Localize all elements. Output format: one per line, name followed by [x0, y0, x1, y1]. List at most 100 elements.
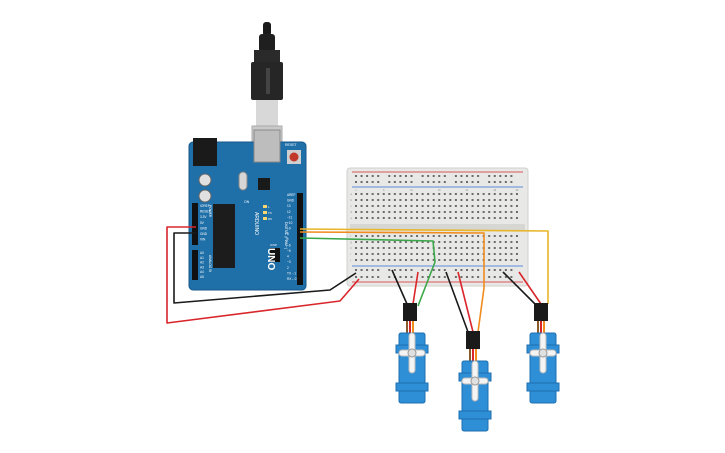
breadboard-hole[interactable]: [466, 247, 468, 249]
breadboard-hole[interactable]: [382, 235, 385, 237]
breadboard-hole[interactable]: [421, 181, 424, 183]
breadboard-hole[interactable]: [377, 193, 380, 195]
breadboard-hole[interactable]: [460, 199, 463, 201]
breadboard-hole[interactable]: [399, 175, 402, 177]
breadboard-hole[interactable]: [382, 205, 385, 207]
breadboard-hole[interactable]: [416, 205, 419, 207]
breadboard-hole[interactable]: [443, 253, 446, 255]
breadboard-hole[interactable]: [427, 235, 430, 237]
breadboard-hole[interactable]: [482, 211, 485, 213]
breadboard-hole[interactable]: [410, 199, 413, 201]
breadboard-hole[interactable]: [393, 199, 396, 201]
breadboard-hole[interactable]: [493, 205, 496, 207]
breadboard-hole[interactable]: [355, 193, 357, 195]
breadboard-hole[interactable]: [404, 241, 407, 243]
breadboard-hole[interactable]: [366, 217, 369, 219]
breadboard-hole[interactable]: [360, 181, 363, 183]
breadboard-hole[interactable]: [443, 247, 446, 249]
breadboard-hole[interactable]: [466, 193, 468, 195]
breadboard-hole[interactable]: [466, 175, 468, 177]
breadboard-hole[interactable]: [443, 175, 446, 177]
breadboard-hole[interactable]: [416, 199, 419, 201]
breadboard-hole[interactable]: [515, 247, 518, 249]
breadboard-hole[interactable]: [460, 247, 463, 249]
breadboard-hole[interactable]: [377, 241, 380, 243]
breadboard-hole[interactable]: [404, 259, 407, 261]
breadboard-hole[interactable]: [427, 175, 430, 177]
breadboard-hole[interactable]: [360, 199, 363, 201]
breadboard-hole[interactable]: [488, 269, 491, 271]
breadboard-hole[interactable]: [515, 253, 518, 255]
breadboard-hole[interactable]: [443, 276, 446, 278]
breadboard-hole[interactable]: [360, 253, 363, 255]
breadboard-hole[interactable]: [471, 253, 474, 255]
breadboard-hole[interactable]: [504, 276, 507, 278]
breadboard-hole[interactable]: [504, 211, 507, 213]
breadboard-hole[interactable]: [371, 259, 374, 261]
breadboard-hole[interactable]: [460, 181, 463, 183]
breadboard-hole[interactable]: [493, 259, 496, 261]
breadboard-hole[interactable]: [410, 193, 413, 195]
breadboard-hole[interactable]: [427, 181, 430, 183]
breadboard-hole[interactable]: [410, 181, 413, 183]
breadboard-hole[interactable]: [471, 199, 474, 201]
breadboard-hole[interactable]: [388, 205, 391, 207]
breadboard-hole[interactable]: [377, 253, 380, 255]
breadboard-hole[interactable]: [410, 259, 413, 261]
breadboard-hole[interactable]: [404, 193, 407, 195]
breadboard-hole[interactable]: [482, 193, 485, 195]
breadboard-hole[interactable]: [515, 259, 518, 261]
breadboard-hole[interactable]: [482, 199, 485, 201]
breadboard-hole[interactable]: [421, 276, 424, 278]
breadboard-hole[interactable]: [493, 235, 496, 237]
breadboard-hole[interactable]: [432, 217, 435, 219]
breadboard-hole[interactable]: [416, 253, 419, 255]
breadboard-hole[interactable]: [477, 199, 480, 201]
breadboard-hole[interactable]: [504, 269, 507, 271]
breadboard-hole[interactable]: [504, 205, 507, 207]
breadboard-hole[interactable]: [360, 193, 363, 195]
breadboard-hole[interactable]: [360, 217, 363, 219]
breadboard-hole[interactable]: [466, 276, 468, 278]
breadboard-hole[interactable]: [449, 217, 452, 219]
breadboard-hole[interactable]: [493, 211, 496, 213]
breadboard-hole[interactable]: [371, 247, 374, 249]
breadboard-hole[interactable]: [466, 199, 468, 201]
breadboard-hole[interactable]: [454, 235, 457, 237]
breadboard-hole[interactable]: [449, 199, 452, 201]
servo-motor-1[interactable]: [395, 303, 429, 404]
breadboard-hole[interactable]: [438, 181, 441, 183]
breadboard-hole[interactable]: [438, 253, 441, 255]
breadboard-hole[interactable]: [443, 241, 446, 243]
breadboard-hole[interactable]: [427, 193, 430, 195]
breadboard-hole[interactable]: [504, 175, 507, 177]
breadboard-hole[interactable]: [449, 247, 452, 249]
breadboard-hole[interactable]: [477, 253, 480, 255]
breadboard-hole[interactable]: [427, 211, 430, 213]
breadboard-hole[interactable]: [371, 175, 374, 177]
breadboard-hole[interactable]: [454, 205, 457, 207]
digital-header[interactable]: [297, 193, 303, 285]
breadboard-hole[interactable]: [404, 217, 407, 219]
breadboard-hole[interactable]: [416, 247, 419, 249]
breadboard-hole[interactable]: [410, 241, 413, 243]
breadboard-hole[interactable]: [438, 211, 441, 213]
breadboard-hole[interactable]: [443, 211, 446, 213]
breadboard-hole[interactable]: [488, 193, 491, 195]
breadboard-hole[interactable]: [366, 276, 369, 278]
breadboard-hole[interactable]: [427, 247, 430, 249]
breadboard-hole[interactable]: [449, 205, 452, 207]
breadboard-hole[interactable]: [510, 241, 513, 243]
breadboard-hole[interactable]: [515, 241, 518, 243]
breadboard-hole[interactable]: [454, 193, 457, 195]
breadboard-hole[interactable]: [499, 181, 502, 183]
breadboard-hole[interactable]: [410, 175, 413, 177]
breadboard-hole[interactable]: [482, 205, 485, 207]
breadboard-hole[interactable]: [382, 199, 385, 201]
breadboard-hole[interactable]: [515, 193, 518, 195]
breadboard-hole[interactable]: [454, 217, 457, 219]
breadboard-hole[interactable]: [399, 211, 402, 213]
breadboard-hole[interactable]: [466, 253, 468, 255]
breadboard-hole[interactable]: [399, 241, 402, 243]
breadboard-hole[interactable]: [393, 241, 396, 243]
